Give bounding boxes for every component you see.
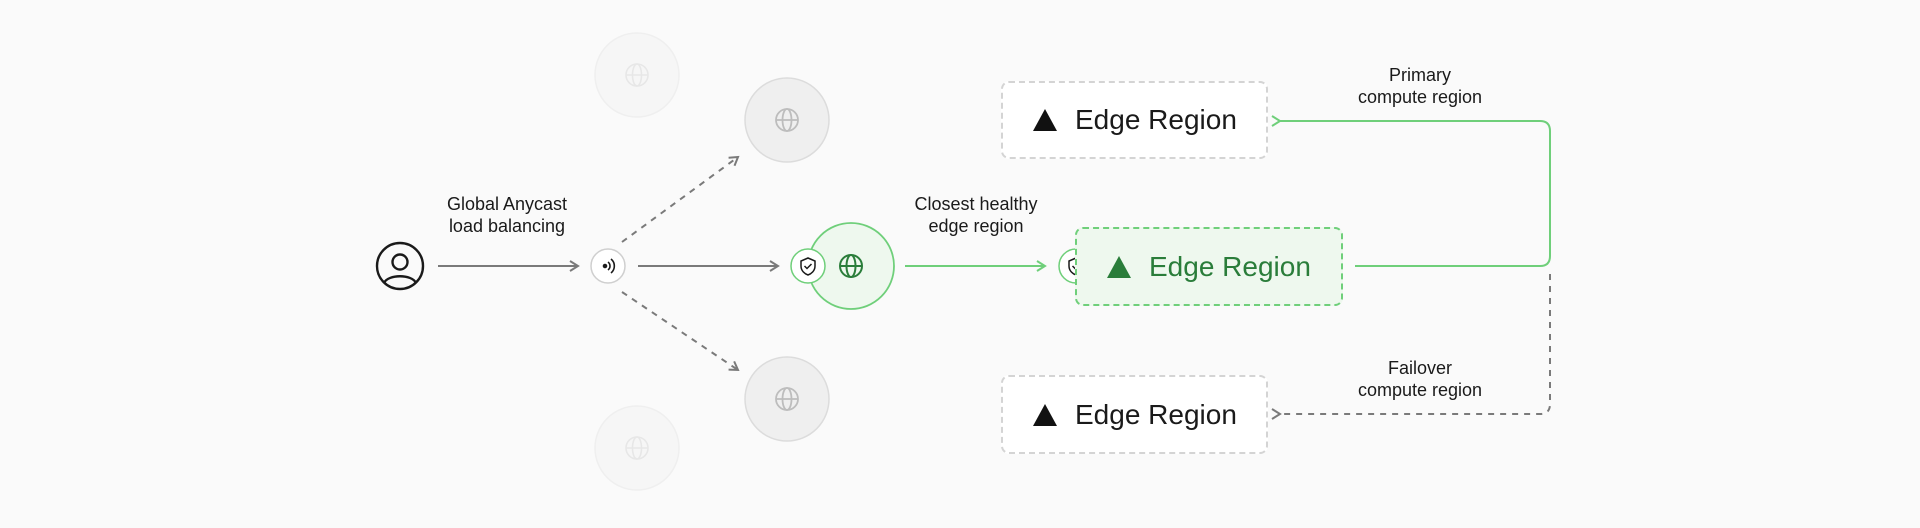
primary-label-line1: Primary	[1389, 65, 1451, 85]
edge-region-card-top: Edge Region	[1001, 81, 1268, 159]
anycast-label-line1: Global Anycast	[446, 194, 568, 214]
faded-globe-node-bottom-left	[594, 405, 680, 491]
triangle-icon	[1033, 403, 1057, 426]
globe-node-bottom	[744, 356, 830, 442]
globe-icon	[625, 436, 649, 460]
shield-check-icon	[800, 257, 816, 276]
edge-region-name: Edge Region	[1149, 250, 1311, 282]
failover-route-line	[1271, 274, 1551, 420]
faded-globe-node-top-left	[594, 32, 680, 118]
globe-icon	[625, 63, 649, 87]
globe-icon	[775, 387, 799, 411]
closest-region-label: Closest healthy edge region	[896, 193, 1056, 237]
edge-region-card-bottom: Edge Region	[1001, 375, 1268, 454]
globe-icon	[839, 254, 863, 278]
edge-region-name: Edge Region	[1075, 104, 1237, 135]
primary-route-line	[1271, 115, 1551, 267]
user-icon	[375, 241, 425, 291]
closest-label-line1: Closest healthy	[914, 194, 1038, 214]
triangle-icon	[1107, 255, 1131, 278]
triangle-icon	[1033, 109, 1057, 131]
globe-node-top	[744, 77, 830, 163]
anycast-label-line2: load balancing	[448, 216, 566, 236]
failover-label-line2: compute region	[1357, 380, 1483, 400]
anycast-label: Global Anycast load balancing	[427, 193, 587, 237]
edge-region-card-active: Edge Region	[1075, 227, 1343, 306]
failover-region-label: Failover compute region	[1340, 357, 1500, 401]
closest-label-line2: edge region	[928, 216, 1024, 236]
signal-icon	[602, 258, 616, 274]
failover-label-line1: Failover	[1387, 358, 1453, 378]
dashed-arrow-to-top-globe	[621, 155, 740, 243]
globe-icon	[775, 108, 799, 132]
primary-label-line2: compute region	[1357, 87, 1483, 107]
active-globe-node	[807, 222, 895, 310]
primary-region-label: Primary compute region	[1340, 64, 1500, 108]
anycast-node	[590, 248, 626, 284]
dashed-arrow-to-bottom-globe	[621, 291, 740, 372]
shield-badge-globe	[790, 248, 826, 284]
edge-region-name: Edge Region	[1075, 398, 1237, 430]
